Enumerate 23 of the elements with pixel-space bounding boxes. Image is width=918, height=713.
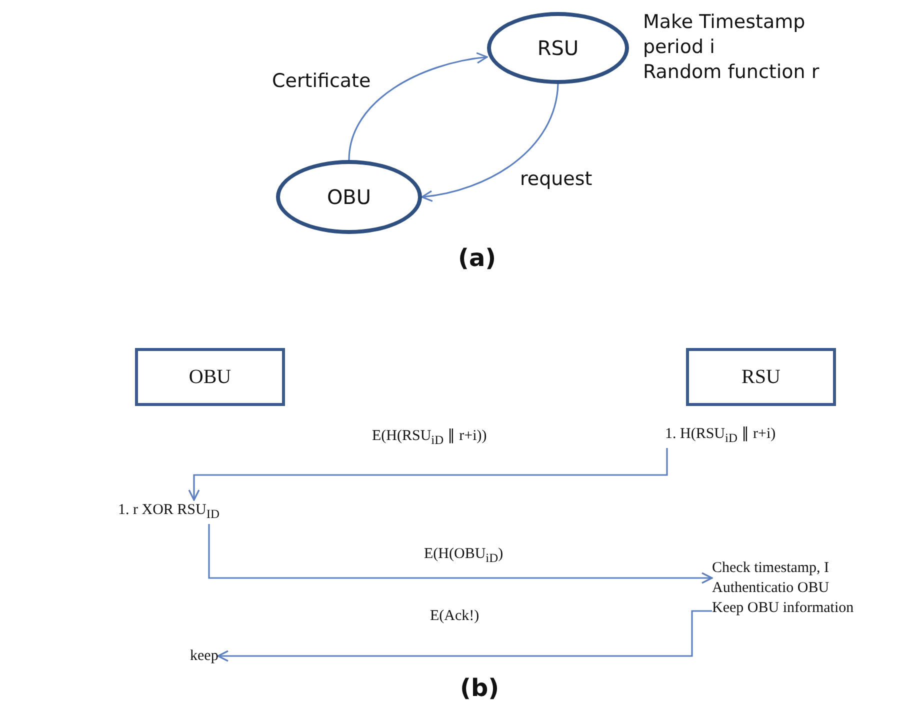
arrow [188, 448, 668, 501]
step-text: Check timestamp, I [712, 559, 830, 578]
note-text: period i [643, 35, 716, 60]
step-text: keep [190, 646, 218, 666]
node-label: OBU [326, 185, 372, 209]
arrow [217, 610, 712, 662]
step-text: 1. H(RSU$_{iD}$ ∥ r+i) [665, 424, 776, 448]
entity-box [135, 348, 285, 406]
step-text: Authenticatio OBU [712, 579, 830, 598]
note-text: Make Timestamp [643, 10, 806, 35]
step-text: Keep OBU information [712, 599, 854, 618]
edge-label: E(Ack!) [430, 608, 480, 625]
note-text: Random function r [643, 60, 820, 85]
arrow [348, 52, 488, 160]
arrow [208, 524, 713, 584]
entity-box [686, 348, 836, 406]
panel-label: (b) [460, 674, 500, 702]
arrow [421, 84, 559, 202]
step-text: 1. r XOR RSU$_{ID}$ [118, 500, 220, 524]
node-label: RSU [537, 36, 579, 60]
panel-label: (a) [458, 244, 496, 272]
node-label: RSU [742, 366, 780, 388]
node-label: OBU [188, 366, 232, 388]
